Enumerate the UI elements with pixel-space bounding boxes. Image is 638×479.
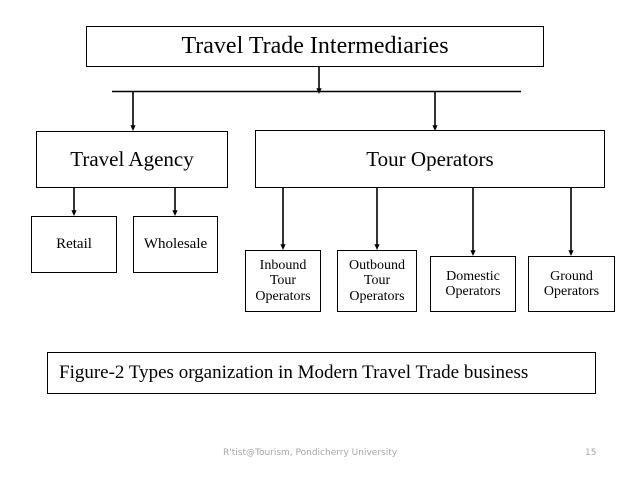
node-label: Travel Agency: [70, 147, 194, 172]
node-travel-agency: Travel Agency: [36, 131, 228, 188]
node-retail: Retail: [31, 216, 117, 273]
node-label: Inbound Tour Operators: [255, 258, 311, 304]
node-inbound-tour-operators: Inbound Tour Operators: [245, 250, 321, 312]
figure-caption-text: Figure-2 Types organization in Modern Tr…: [59, 361, 529, 383]
figure-caption-box: Figure-2 Types organization in Modern Tr…: [47, 352, 596, 394]
node-label: Retail: [56, 236, 92, 253]
node-label: Outbound Tour Operators: [349, 258, 405, 304]
node-domestic-operators: Domestic Operators: [430, 256, 516, 312]
footer-credit-text: R'tist@Tourism, Pondicherry University: [223, 448, 398, 458]
node-wholesale: Wholesale: [133, 216, 218, 273]
node-label: Ground Operators: [543, 268, 600, 299]
node-label: Travel Trade Intermediaries: [181, 32, 449, 59]
node-ground-operators: Ground Operators: [528, 256, 615, 312]
node-tour-operators: Tour Operators: [255, 130, 605, 188]
slide-footer: R'tist@Tourism, Pondicherry University 1…: [0, 448, 638, 468]
node-label: Tour Operators: [366, 146, 494, 171]
connector-root-to-bus: [112, 67, 521, 94]
node-travel-trade-intermediaries: Travel Trade Intermediaries: [86, 26, 544, 67]
node-label: Domestic Operators: [445, 268, 501, 299]
footer-page-number: 15: [585, 448, 597, 458]
node-label: Wholesale: [143, 236, 208, 253]
node-outbound-tour-operators: Outbound Tour Operators: [337, 250, 417, 312]
